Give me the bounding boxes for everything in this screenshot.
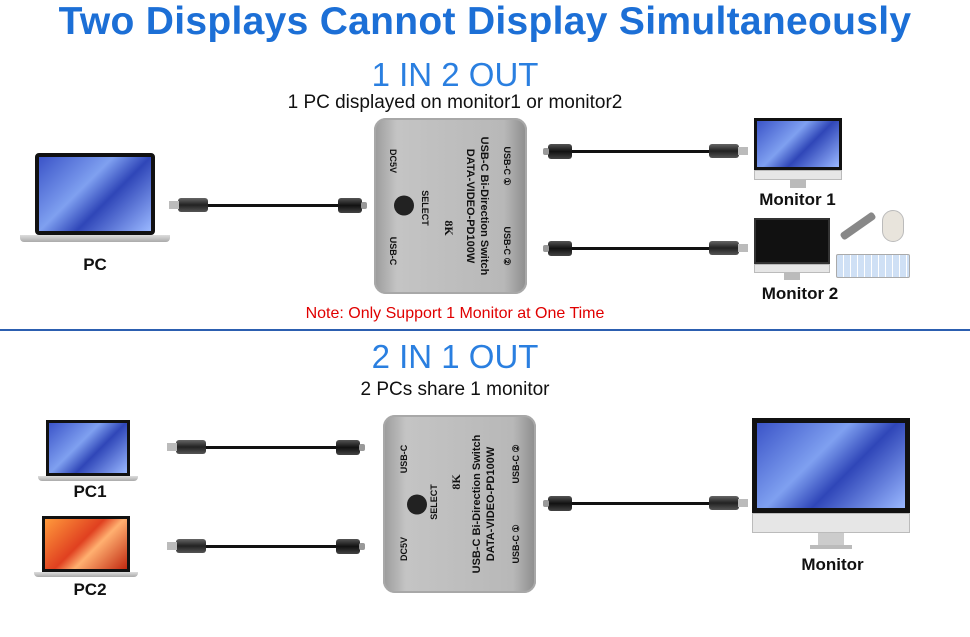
cable-monitor [543, 496, 748, 511]
switch-line2: DATA-VIDEO-PD100W [463, 148, 476, 264]
spec-8k: 8K [448, 474, 463, 490]
monitor [752, 418, 910, 553]
switch-line2: DATA-VIDEO-PD100W [484, 446, 497, 562]
pc1-laptop [38, 420, 138, 482]
section-divider [0, 329, 970, 331]
section2-subtitle: 2 PCs share 1 monitor [360, 379, 550, 400]
cable-pc1 [167, 440, 365, 455]
spec-8k: 8K [441, 220, 456, 236]
select-button[interactable] [393, 195, 414, 216]
monitor2-label: Monitor 2 [761, 284, 839, 303]
usb-hub-icon [839, 211, 877, 241]
note-text: Note: Only Support 1 Monitor at One Time [305, 305, 605, 322]
monitor1-label: Monitor 1 [759, 190, 836, 209]
switch-line1: USB-C Bi-Direction Switch [470, 434, 483, 574]
pc2-laptop [34, 516, 138, 578]
pc-laptop [20, 153, 170, 243]
mouse-icon [882, 210, 904, 242]
section2-heading: 2 IN 1 OUT [371, 338, 539, 375]
kvm-switch-1in2out: USB-C ① USB-C ② USB-C Bi-Direction Switc… [374, 118, 527, 294]
monitor2 [754, 218, 830, 280]
section1-subtitle: 1 PC displayed on monitor1 or monitor2 [287, 92, 623, 113]
switch-line1: USB-C Bi-Direction Switch [477, 136, 490, 276]
page-title: Two Displays Cannot Display Simultaneous… [58, 0, 912, 43]
monitor1 [754, 118, 842, 190]
select-label: SELECT [428, 484, 439, 520]
select-button[interactable] [406, 494, 427, 515]
port2-label: USB-C ② [510, 444, 521, 484]
cable-pc2 [167, 539, 365, 554]
monitor-label: Monitor [801, 555, 864, 574]
cable-monitor1 [543, 144, 748, 159]
kvm-switch-2in1out: DC5V USB-C SELECT 8K USB-C Bi-Direction … [383, 415, 536, 593]
common-port-label: USB-C [398, 444, 409, 474]
select-label: SELECT [419, 190, 430, 226]
pc1-label: PC1 [73, 482, 107, 501]
pc2-label: PC2 [73, 580, 107, 599]
section1-heading: 1 IN 2 OUT [371, 56, 539, 93]
pc-label: PC [83, 255, 107, 274]
cable-monitor2 [543, 241, 748, 256]
cable-pc [169, 198, 367, 213]
keyboard-icon [836, 254, 910, 278]
